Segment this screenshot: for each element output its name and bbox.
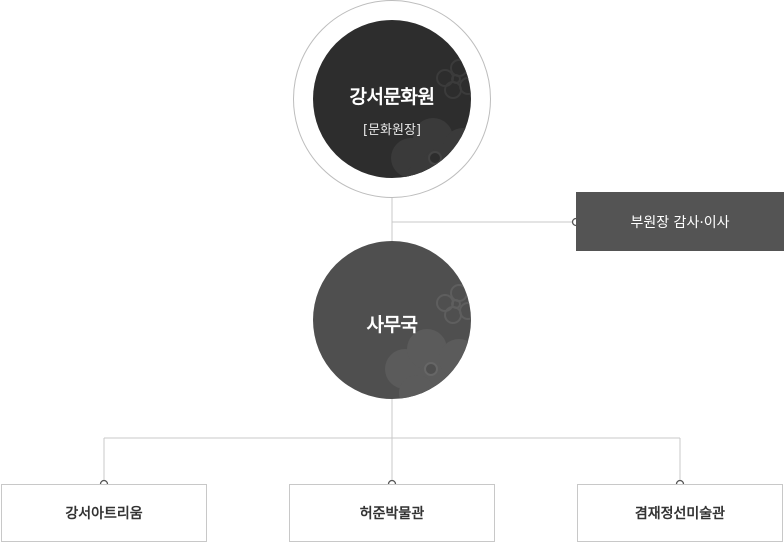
secretariat-circle: 사무국 [313,241,471,399]
vice-director-label: 부원장 감사·이사 [630,214,730,231]
director-circle: 강서문화원 [문화원장] [313,20,471,178]
vice-director-box: 부원장 감사·이사 [576,192,784,251]
dept-label: 강서아트리움 [65,506,143,522]
dept-box-museum: 허준박물관 [289,484,495,542]
dept-box-atrium: 강서아트리움 [1,484,207,542]
dept-label: 허준박물관 [359,506,425,522]
dept-box-art-museum: 겸재정선미술관 [577,484,783,542]
dept-label: 겸재정선미술관 [634,506,726,522]
director-title: 강서문화원 [349,86,435,108]
director-subtitle: [문화원장] [363,123,421,138]
secretariat-title: 사무국 [366,314,418,336]
